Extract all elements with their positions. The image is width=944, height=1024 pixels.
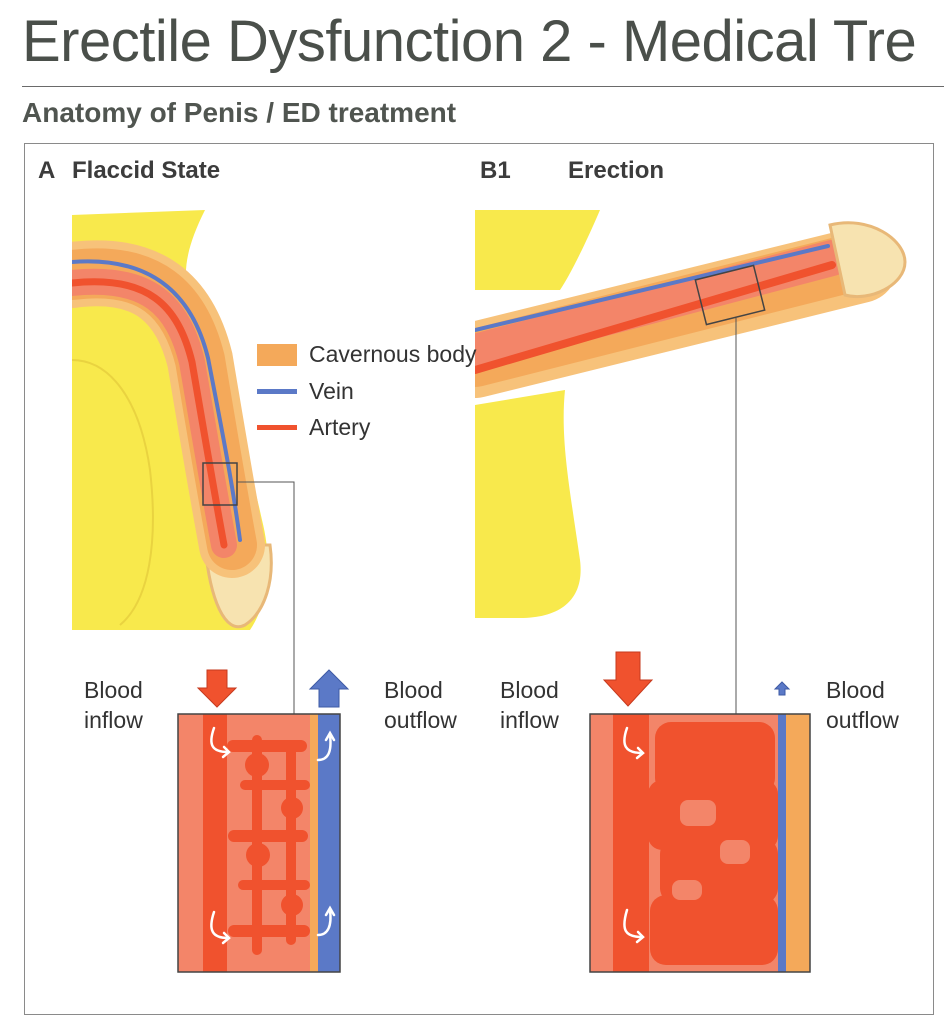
erection-inflow-label-line1: Blood — [500, 677, 559, 703]
legend-label-artery: Artery — [309, 414, 371, 440]
legend-swatch-cavernous — [257, 343, 297, 366]
panel-a-title: Flaccid State — [72, 157, 221, 184]
erection-inflow-arrow — [602, 651, 654, 707]
panel-a-letter: A — [38, 157, 56, 184]
panel-b1-title: Erection — [568, 157, 665, 184]
flaccid-box-sinusoids — [227, 735, 310, 955]
erection-inflow-label: Blood inflow — [500, 675, 559, 735]
erection-zoom-box — [590, 714, 810, 972]
flaccid-outflow-arrow — [308, 669, 350, 708]
flaccid-zoom-leader — [237, 481, 295, 714]
flaccid-zoom-marker — [202, 462, 238, 506]
erection-box-gaps — [672, 800, 750, 900]
erection-outflow-label-line1: Blood — [826, 677, 885, 703]
page-title: Erectile Dysfunction 2 - Medical Tre — [22, 9, 917, 74]
legend-swatch-artery — [257, 425, 297, 430]
flaccid-box-sheath-inner — [310, 714, 318, 972]
figure-frame — [24, 143, 934, 1015]
flaccid-anatomy — [72, 210, 273, 630]
erection-skin — [475, 210, 600, 290]
erection-outflow-label-line2: outflow — [826, 707, 899, 733]
legend-item-artery: Artery — [257, 414, 370, 441]
erection-outflow-label: Blood outflow — [826, 675, 899, 735]
flaccid-inflow-label: Blood inflow — [84, 675, 143, 735]
flaccid-box-vein — [318, 714, 340, 972]
flaccid-zoom-box — [178, 714, 340, 972]
erection-glans — [828, 221, 907, 298]
flaccid-box-flow-arrows — [210, 726, 336, 945]
erection-artery-line — [475, 261, 836, 374]
legend-label-vein: Vein — [309, 378, 354, 404]
legend-swatch-vein — [257, 389, 297, 394]
flaccid-artery-line — [72, 278, 228, 549]
flaccid-outflow-label-line2: outflow — [384, 707, 457, 733]
flaccid-inflow-label-line1: Blood — [84, 677, 143, 703]
flaccid-inflow-label-line2: inflow — [84, 707, 143, 733]
erection-tissue — [475, 240, 850, 370]
flaccid-inflow-arrow — [196, 669, 238, 708]
flaccid-outflow-label-line1: Blood — [384, 677, 443, 703]
erection-zoom-marker — [694, 264, 766, 326]
erection-vein-line — [475, 244, 830, 332]
erection-box-vein — [778, 714, 786, 972]
page-subtitle: Anatomy of Penis / ED treatment — [22, 97, 457, 128]
legend-item-cavernous: Cavernous body — [257, 341, 477, 368]
erection-outflow-arrow — [773, 681, 791, 696]
erection-box-sheath — [786, 714, 810, 972]
erection-inflow-label-line2: inflow — [500, 707, 559, 733]
erection-anatomy — [475, 210, 907, 618]
legend-item-vein: Vein — [257, 378, 354, 405]
erection-box-sinusoids — [648, 722, 778, 965]
flaccid-vein-line — [72, 259, 242, 542]
panel-b1-letter: B1 — [480, 157, 511, 184]
legend-label-cavernous: Cavernous body — [309, 341, 477, 367]
flaccid-outflow-label: Blood outflow — [384, 675, 457, 735]
flaccid-scrotum-outline — [72, 359, 154, 626]
erection-skin-lower — [475, 390, 581, 618]
erection-box-artery — [613, 714, 649, 972]
title-divider — [22, 86, 944, 87]
erection-box-flow-arrows — [623, 726, 645, 944]
